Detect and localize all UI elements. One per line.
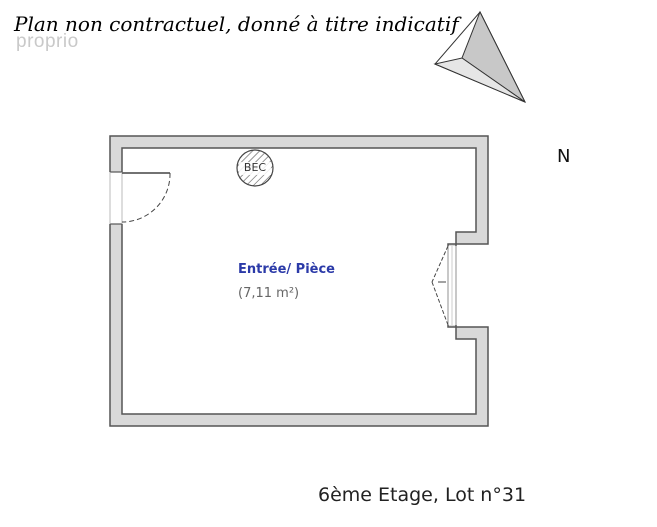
- floor-lot-label: 6ème Etage, Lot n°31: [318, 484, 527, 506]
- window: [431, 245, 458, 326]
- fixture-label: BEC: [243, 161, 267, 174]
- compass-arrow-icon: [433, 10, 527, 103]
- watermark-text: proprio: [16, 31, 79, 52]
- room-walls: [109, 135, 489, 427]
- disclaimer-text: Plan non contractuel, donné à titre indi…: [14, 12, 459, 36]
- entry-door: [109, 171, 171, 225]
- bec-fixture-icon: [236, 149, 274, 187]
- north-label: N: [557, 146, 571, 167]
- room-area: (7,11 m²): [238, 286, 300, 301]
- room-name: Entrée/ Pièce: [238, 262, 335, 277]
